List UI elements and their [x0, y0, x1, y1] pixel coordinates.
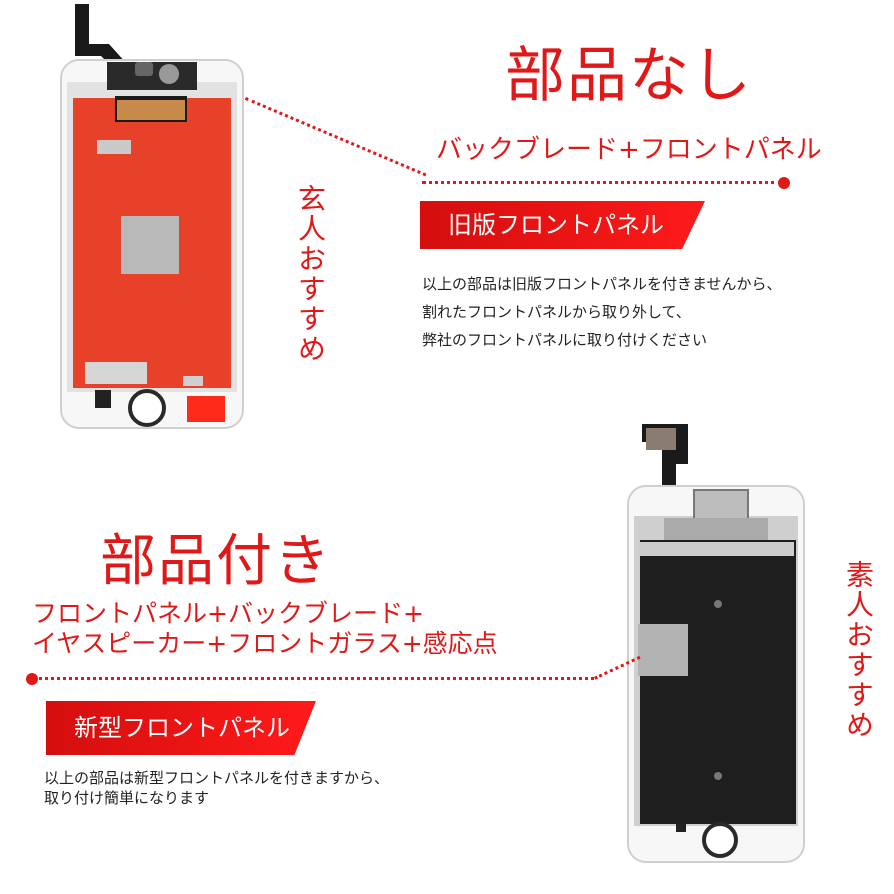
- phone-screen-image-with-parts: [627, 424, 805, 863]
- top-leader-dot: [778, 177, 790, 189]
- top-title: 部品なし: [505, 41, 753, 111]
- bottom-leader-dot: [26, 673, 38, 685]
- bottom-leader-line: [32, 677, 594, 680]
- top-note-line-2: 割れたフロントパネルから取り外して、: [422, 303, 691, 321]
- top-note: 以上の部品は旧版フロントパネルを付きませんから、 割れたフロントパネルから取り外…: [422, 270, 862, 354]
- bottom-title: 部品付き: [100, 529, 332, 594]
- top-vertical-recommendation: 玄人おすすめ: [294, 184, 327, 364]
- bottom-note: 以上の部品は新型フロントパネルを付きますから、 取り付け簡単になります: [44, 768, 484, 808]
- bottom-subtitle-line-2: イヤスピーカー+フロントガラス+感応点: [32, 629, 498, 658]
- bottom-banner: 新型フロントパネル: [46, 701, 316, 755]
- bottom-note-line-2: 取り付け簡単になります: [44, 789, 210, 807]
- bottom-note-line-1: 以上の部品は新型フロントパネルを付きますから、: [44, 769, 390, 787]
- top-banner: 旧版フロントパネル: [420, 201, 705, 249]
- top-leader-line-diagonal: [244, 97, 427, 177]
- bottom-subtitle-line-1: フロントパネル+バックブレード+: [32, 599, 424, 628]
- bottom-vertical-recommendation: 素人おすすめ: [842, 560, 875, 740]
- top-subtitle: バックブレード+フロントパネル: [436, 135, 822, 165]
- top-leader-line: [422, 181, 782, 184]
- top-note-line-3: 弊社のフロントパネルに取り付けください: [422, 331, 708, 349]
- top-note-line-1: 以上の部品は旧版フロントパネルを付きませんから、: [422, 275, 782, 293]
- phone-screen-image-without-parts: [60, 4, 244, 429]
